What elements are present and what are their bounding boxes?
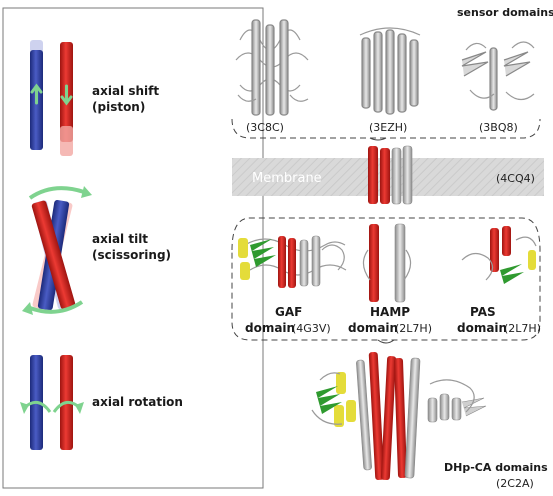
top-curved-arrow-icon (28, 186, 85, 200)
structure-3ezh (359, 27, 421, 115)
pas-name: PAS (470, 305, 496, 319)
dhp-ca-code: (2C2A) (496, 477, 534, 490)
code-3c8c: (3C8C) (246, 121, 284, 134)
gaf-domain-word: domain (245, 321, 295, 335)
structure-4g3v (238, 235, 347, 288)
red-helix-ghost (60, 126, 73, 156)
gaf-name: GAF (275, 305, 302, 319)
pas-domain-word: domain (457, 321, 507, 335)
hamp-domain-word: domain (348, 321, 398, 335)
right-rotation-arrowhead-icon (75, 402, 84, 414)
hamp-code: (2L7H) (395, 322, 432, 335)
tm-helices (368, 145, 413, 205)
mechanism-tilt-sublabel: (scissoring) (92, 248, 172, 262)
red-helix (31, 200, 76, 310)
axial-rotation-illustration (20, 355, 84, 450)
linker-bracket-tip (377, 339, 395, 344)
left-rotation-arrowhead-icon (20, 402, 29, 414)
mechanism-rotation-label: axial rotation (92, 395, 183, 409)
bottom-curved-arrow-icon (29, 300, 84, 314)
top-arrowhead-icon (81, 186, 92, 198)
membrane-label: Membrane (252, 171, 322, 186)
structure-3bq8 (461, 41, 535, 111)
gaf-code: (4G3V) (292, 322, 331, 335)
hamp-name: HAMP (370, 305, 410, 319)
ca-domain-right (427, 379, 487, 423)
linker-bracket (231, 217, 541, 341)
sensor-domains-title: sensor domains (457, 6, 553, 19)
axial-shift-illustration (30, 40, 73, 156)
mechanism-tilt-label: axial tilt (92, 232, 149, 246)
structure-2l7h-pas (461, 226, 537, 284)
ca-domain-left (311, 372, 356, 427)
membrane-code: (4CQ4) (496, 172, 535, 185)
code-3ezh: (3EZH) (369, 121, 407, 134)
mechanism-panel (2, 7, 264, 489)
structure-2c2a (311, 351, 487, 481)
up-arrow-icon (30, 83, 43, 105)
structure-3c8c (235, 19, 309, 116)
axial-tilt-illustration (22, 186, 92, 315)
mechanism-shift-sublabel: (piston) (92, 100, 146, 114)
down-arrow-icon (60, 84, 73, 106)
structure-2l7h-hamp (362, 223, 412, 303)
mechanism-shift-label: axial shift (92, 84, 160, 98)
sensor-bracket-tip (369, 137, 387, 141)
dhp-ca-title: DHp-CA domains (444, 461, 548, 474)
code-3bq8: (3BQ8) (479, 121, 518, 134)
pas-code: (2L7H) (504, 322, 541, 335)
bottom-arrowhead-icon (22, 302, 33, 315)
sensor-structures (235, 19, 535, 116)
